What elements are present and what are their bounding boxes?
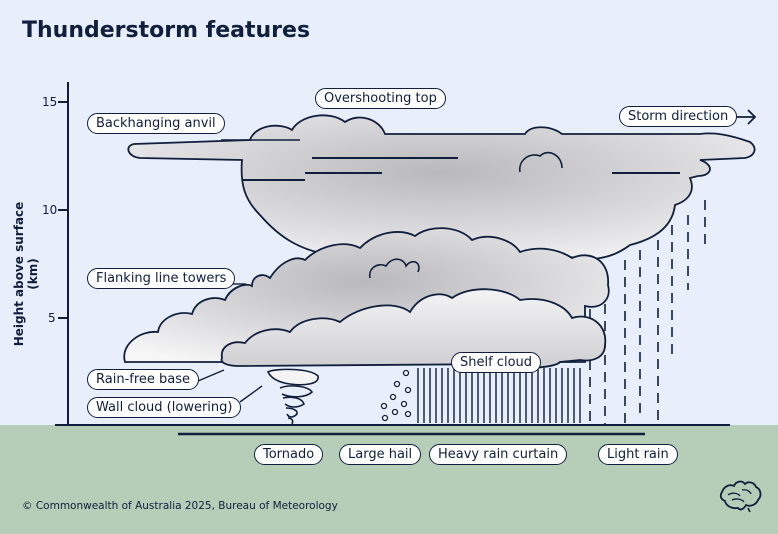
overshooting-top-label: Overshooting top (315, 88, 446, 109)
anvil-cloud (127, 114, 756, 260)
storm-direction-label: Storm direction (619, 106, 738, 127)
copyright-notice: © Commonwealth of Australia 2025, Bureau… (22, 500, 338, 512)
large-hail (380, 369, 412, 422)
y-tick-label: 10 (42, 203, 58, 217)
large-hail-label: Large hail (339, 444, 422, 465)
y-axis (58, 82, 69, 425)
heavy-rain-curtain (417, 368, 581, 423)
tornado-shape (266, 368, 319, 425)
y-axis-label: Height above surface (km) (12, 201, 40, 347)
flanking-line-towers-label: Flanking line towers (87, 268, 236, 289)
storm-direction-arrow-icon (736, 109, 757, 125)
bureau-of-meteorology-logo-icon (719, 480, 762, 513)
tornado-label: Tornado (254, 444, 324, 465)
wall-cloud-label: Wall cloud (lowering) (87, 397, 242, 418)
ground (0, 425, 778, 534)
rain-free-base-label: Rain-free base (87, 369, 200, 390)
light-rain-label: Light rain (598, 444, 678, 465)
leader-lines (197, 139, 300, 403)
heavy-rain-curtain-label: Heavy rain curtain (429, 444, 568, 465)
y-tick-label: 15 (42, 95, 58, 109)
page-title: Thunderstorm features (22, 18, 311, 43)
shelf-cloud-label: Shelf cloud (451, 352, 542, 373)
y-tick-label: 5 (48, 311, 56, 325)
backhanging-anvil-label: Backhanging anvil (87, 113, 225, 134)
shelf-cloud-shape (220, 288, 607, 369)
